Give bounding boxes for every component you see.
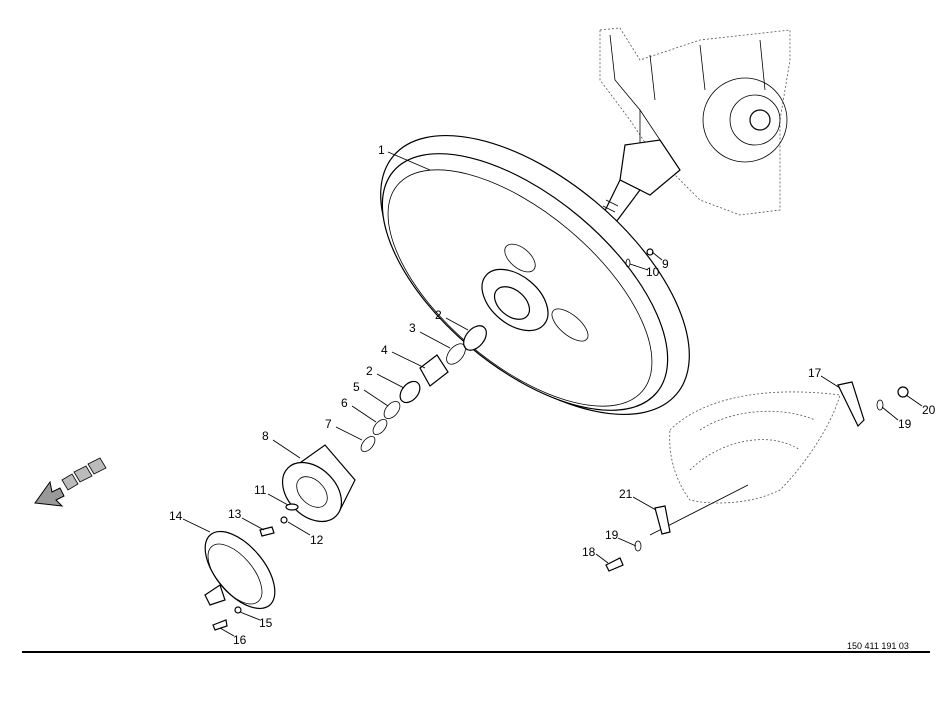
direction-arrow-icon (34, 457, 107, 507)
wheel (380, 134, 690, 416)
callout-4: 4 (381, 343, 388, 357)
callout-12: 12 (310, 533, 324, 547)
callout-8: 8 (262, 429, 269, 443)
callout-16: 16 (233, 633, 247, 647)
callout-19: 19 (898, 417, 912, 431)
callout-15: 15 (259, 616, 273, 630)
callout-17: 17 (808, 366, 822, 380)
callout-10: 10 (646, 265, 660, 279)
hub (280, 444, 356, 524)
flange (204, 526, 276, 631)
callout-19b: 19 (605, 528, 619, 542)
deflector (605, 248, 909, 572)
callout-18: 18 (582, 545, 596, 559)
callout-labels: 1 2 3 4 2 5 6 7 8 11 12 13 14 15 16 9 10… (169, 143, 936, 647)
drawing-number: 150 411 191 03 (847, 641, 909, 651)
callout-3: 3 (409, 321, 416, 335)
callout-20: 20 (922, 403, 936, 417)
callout-2b: 2 (366, 364, 373, 378)
callout-21: 21 (619, 487, 633, 501)
bearing-parts (360, 325, 487, 453)
callout-13: 13 (228, 507, 242, 521)
callout-11: 11 (254, 483, 267, 497)
callout-2: 2 (435, 308, 442, 322)
callout-14: 14 (169, 509, 183, 523)
callout-9: 9 (662, 257, 669, 271)
callout-1: 1 (378, 143, 385, 157)
callout-7: 7 (325, 417, 332, 431)
callout-6: 6 (341, 396, 348, 410)
gearbox-housing (597, 27, 791, 231)
callout-5: 5 (353, 380, 360, 394)
leader-lines (182, 151, 923, 637)
